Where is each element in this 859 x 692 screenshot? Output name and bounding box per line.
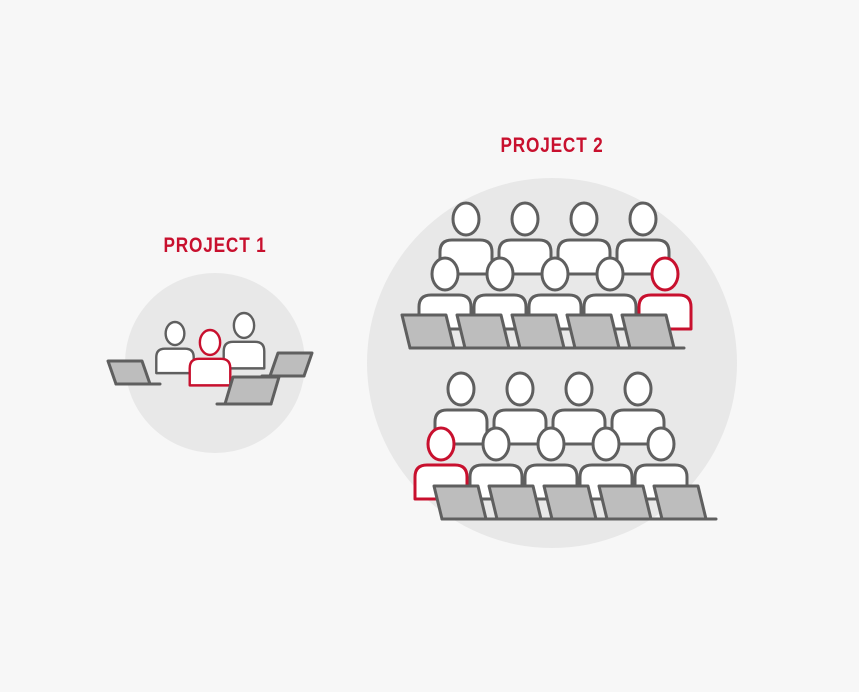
laptop-icon bbox=[510, 313, 576, 350]
project-1-team-group bbox=[106, 311, 314, 406]
laptop-icon bbox=[400, 313, 466, 350]
person-icon bbox=[556, 201, 612, 276]
highlighted-person-icon bbox=[188, 328, 232, 387]
laptop-icon bbox=[487, 484, 553, 521]
person-icon bbox=[155, 320, 195, 375]
person-icon bbox=[222, 311, 266, 370]
laptop-icon bbox=[652, 484, 718, 521]
laptop-icon bbox=[565, 313, 631, 350]
laptop-icon bbox=[620, 313, 686, 350]
laptop-icon bbox=[215, 375, 281, 406]
project-2-team-group bbox=[400, 201, 718, 521]
project-1-title: PROJECT 1 bbox=[163, 234, 267, 257]
person-icon bbox=[433, 371, 489, 446]
laptop-icon bbox=[106, 359, 162, 386]
laptop-icon bbox=[542, 484, 608, 521]
laptop-icon bbox=[432, 484, 498, 521]
person-icon bbox=[551, 371, 607, 446]
laptop-icon bbox=[597, 484, 663, 521]
laptop-icon bbox=[455, 313, 521, 350]
project-2-title: PROJECT 2 bbox=[500, 134, 604, 157]
person-icon bbox=[633, 426, 689, 501]
